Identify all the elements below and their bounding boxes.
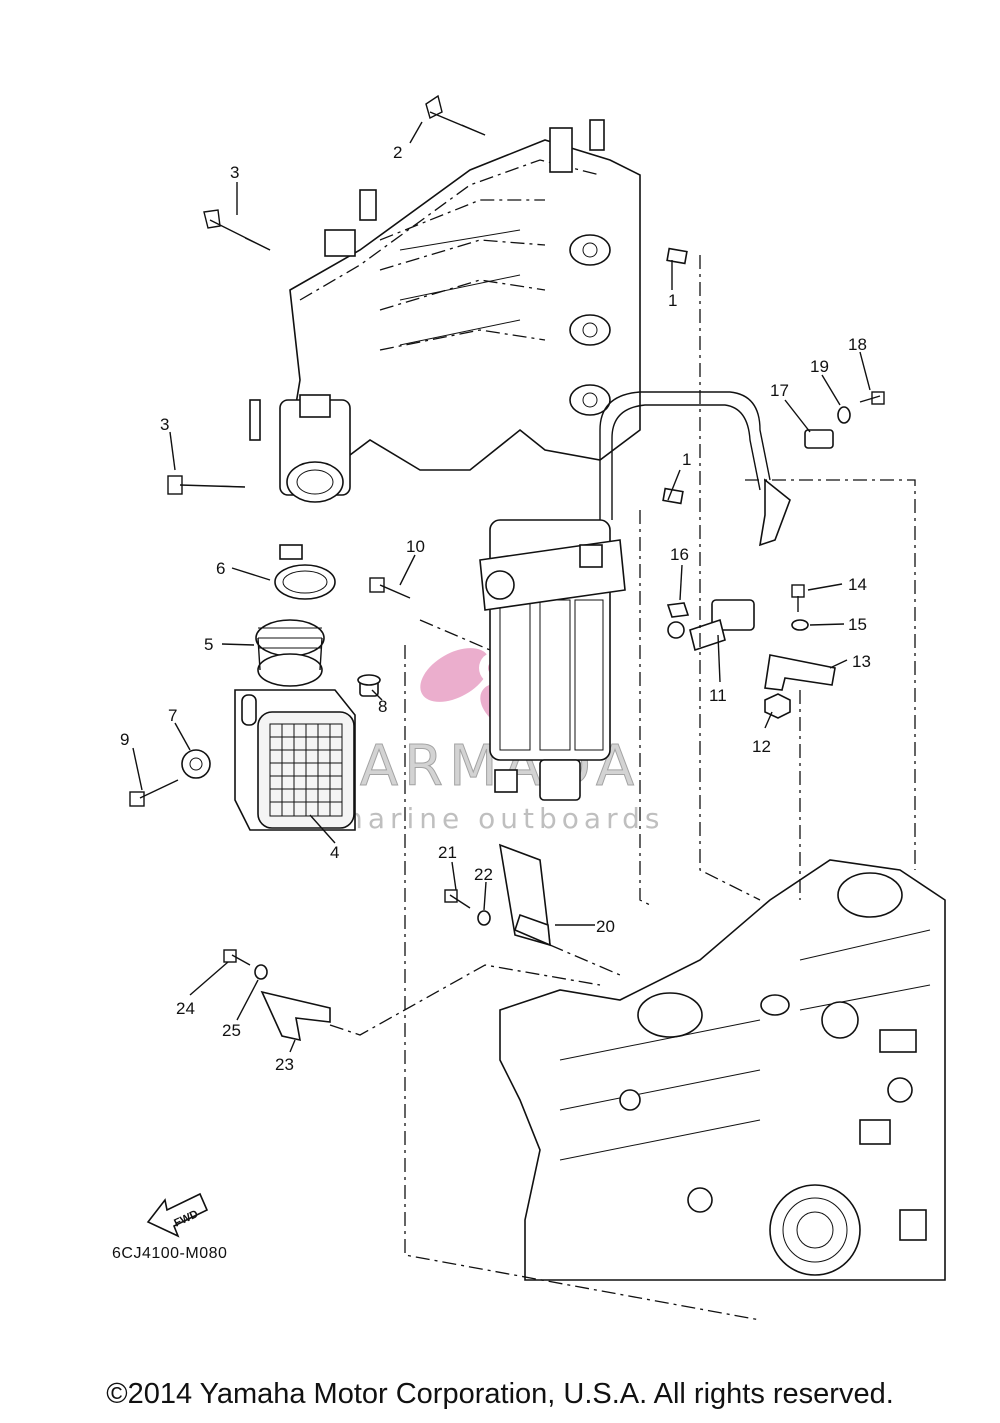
callout-6: 6 [216, 559, 225, 578]
callout-13: 13 [852, 652, 871, 671]
manifold-ports [569, 234, 611, 416]
bolt-3-lower [167, 475, 246, 495]
part-25-washer [254, 964, 268, 980]
callout-19: 19 [810, 357, 829, 376]
callout-5: 5 [204, 635, 213, 654]
callout-12: 12 [752, 737, 771, 756]
vapor-separator-assembly [479, 391, 791, 801]
part-8-collar [357, 674, 381, 697]
callout-10: 10 [406, 537, 425, 556]
callout-15: 15 [848, 615, 867, 634]
callout-9: 9 [120, 730, 129, 749]
callout-18: 18 [848, 335, 867, 354]
bolt-21 [444, 889, 471, 909]
part-5-joint [255, 619, 325, 687]
callout-16: 16 [670, 545, 689, 564]
callout-1-lower: 1 [682, 450, 691, 469]
part-23-bracket [260, 990, 331, 1042]
bolt-2 [425, 94, 486, 136]
copyright-notice: ©2014 Yamaha Motor Corporation, U.S.A. A… [106, 1378, 894, 1410]
callout-21: 21 [438, 843, 457, 862]
silencer-grille [269, 723, 343, 817]
part-11-valve [667, 599, 755, 652]
bolt-14 [791, 584, 805, 612]
callout-20: 20 [596, 917, 615, 936]
callout-3-lower: 3 [160, 415, 169, 434]
callout-8: 8 [378, 697, 387, 716]
fwd-arrow-icon: FWD [146, 1192, 209, 1238]
bolt-10 [369, 577, 411, 599]
intake-silencer [234, 689, 356, 831]
callout-24: 24 [176, 999, 195, 1018]
callout-numbers: 1 1 2 3 3 4 5 6 7 8 9 10 11 12 13 14 15 … [120, 143, 871, 1074]
part-12-nut [764, 693, 791, 719]
bolt-18 [859, 391, 885, 405]
part-16-clip [666, 602, 690, 618]
part-22-washer [477, 910, 491, 926]
callout-23: 23 [275, 1055, 294, 1074]
cylinder-block [499, 859, 946, 1281]
bolt-3-upper [203, 209, 271, 251]
part-19-washer [837, 406, 851, 424]
callout-7: 7 [168, 706, 177, 725]
callout-1-upper: 1 [668, 291, 677, 310]
dowel-1-lower [662, 487, 684, 505]
diagram-code: 6CJ4100-M080 [112, 1245, 228, 1262]
intake-manifold [249, 119, 641, 503]
part-17-sensor [804, 429, 834, 449]
callout-25: 25 [222, 1021, 241, 1040]
callout-17: 17 [770, 381, 789, 400]
bolt-24 [223, 949, 251, 966]
part-6-clamp [274, 544, 336, 600]
callout-4: 4 [330, 843, 339, 862]
leader-lines [132, 121, 871, 1053]
watermark-tagline: marine outboards [336, 802, 665, 835]
assembly-guide-lines [329, 255, 916, 1321]
callout-3-upper: 3 [230, 163, 239, 182]
part-15-washer [791, 619, 809, 631]
part-13-bracket [764, 654, 836, 691]
part-20-bracket [498, 843, 551, 947]
callout-14: 14 [848, 575, 867, 594]
callout-22: 22 [474, 865, 493, 884]
callout-11: 11 [709, 686, 727, 705]
dowel-1-upper [666, 247, 688, 265]
bolt-9 [129, 779, 179, 807]
part-7-grommet [181, 749, 211, 779]
callout-2: 2 [393, 143, 402, 162]
throttle-body [249, 394, 351, 503]
